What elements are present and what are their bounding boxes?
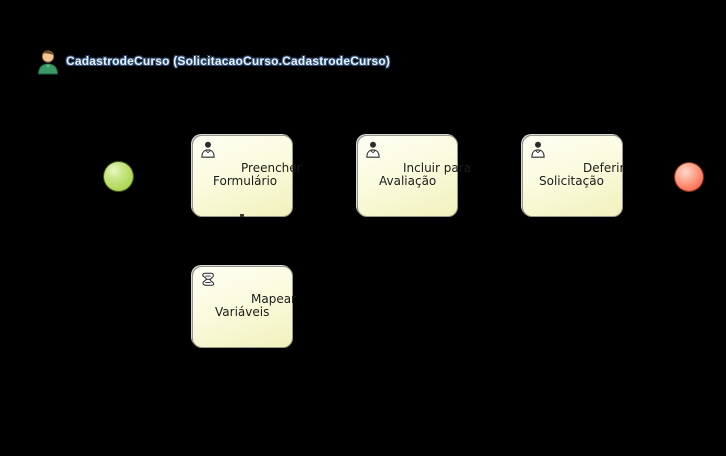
task-label-line2: Formulário	[213, 174, 278, 188]
end-event	[674, 162, 704, 192]
user-task-icon	[199, 140, 217, 159]
task-label-line1: Mapear	[251, 292, 296, 306]
user-task-icon	[529, 140, 547, 159]
task-label-line1: Deferir	[583, 161, 625, 175]
script-task-icon	[199, 271, 217, 290]
task-deferir-solicitacao: Deferir Solicitação	[522, 135, 625, 217]
task-label-line2: Variáveis	[215, 305, 270, 319]
task-label: Mapear Variáveis	[193, 292, 296, 319]
task-mapear-variaveis: Mapear Variáveis	[192, 266, 296, 348]
process-title: CadastrodeCurso (SolicitacaoCurso.Cadast…	[66, 54, 391, 68]
task-label-line1: Incluir para	[403, 161, 472, 175]
task-label-line2: Avaliação	[379, 174, 437, 188]
task-label-line1: Preencher	[241, 161, 302, 175]
task-incluir-para-avaliacao: Incluir para Avaliação	[357, 135, 472, 217]
task-label-line2: Solicitação	[539, 174, 604, 188]
sequence-flow-tick	[240, 214, 244, 217]
task-label: Preencher Formulário	[193, 161, 302, 188]
task-preencher-formulario: Preencher Formulário	[192, 135, 302, 217]
process-owner-icon	[36, 48, 60, 75]
task-label: Incluir para Avaliação	[358, 161, 472, 188]
user-task-icon	[364, 140, 382, 159]
process-header: CadastrodeCurso (SolicitacaoCurso.Cadast…	[36, 46, 390, 76]
start-event	[103, 161, 134, 192]
task-label: Deferir Solicitação	[523, 161, 625, 188]
